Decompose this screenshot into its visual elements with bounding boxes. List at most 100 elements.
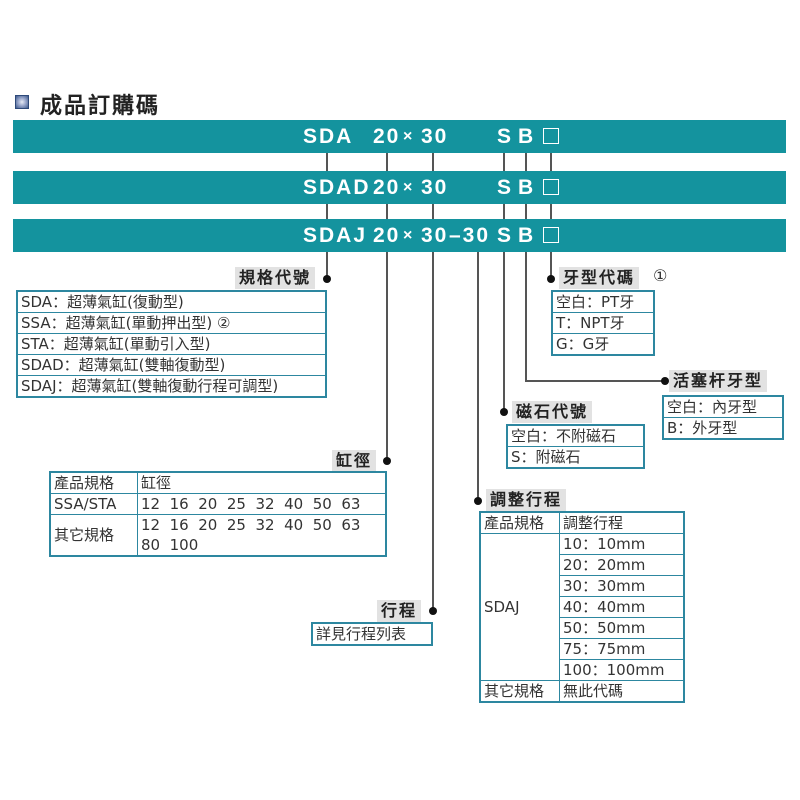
code-magnet: S xyxy=(497,176,514,199)
table-row: 空白：PT牙 xyxy=(551,290,655,313)
values-cell: 12 16 20 25 32 40 50 63 xyxy=(137,493,387,515)
leader-line-thread xyxy=(550,150,552,280)
code-stroke: 30 xyxy=(421,176,449,199)
bullet-square-icon xyxy=(15,95,29,109)
leader-line-adjust xyxy=(477,250,479,502)
table-row: 其它規格 無此代碼 xyxy=(479,680,685,703)
bore-table: 產品規格 缸徑 SSA/STA 12 16 20 25 32 40 50 63 … xyxy=(49,471,387,557)
bore-label: 缸徑 xyxy=(332,450,377,472)
code-series: SDAJ xyxy=(303,224,368,247)
table-row: 100：100mm xyxy=(480,659,685,681)
value-cell: 40：40mm xyxy=(559,596,685,618)
spec-code-cell: SDA：超薄氣缸(復動型) xyxy=(16,290,327,313)
magnet-table: 空白：不附磁石 S：附磁石 xyxy=(506,424,645,469)
spec-code-cell: SDAD：超薄氣缸(雙軸復動型) xyxy=(16,354,327,376)
table-row: STA：超薄氣缸(單動引入型) xyxy=(16,333,327,355)
value-cell: 20：20mm xyxy=(559,554,685,576)
leader-line-rod xyxy=(525,150,527,382)
value-cell: 50：50mm xyxy=(559,617,685,639)
spec-code-label: 規格代號 xyxy=(235,267,316,289)
table-header-row: 產品規格 調整行程 xyxy=(479,511,685,534)
table-row: SDA：超薄氣缸(復動型) xyxy=(16,290,327,313)
magnet-cell: S：附磁石 xyxy=(506,446,645,469)
magnet-cell: 空白：不附磁石 xyxy=(506,424,645,447)
table-row: SSA：超薄氣缸(單動押出型) ② xyxy=(16,312,327,334)
table-row: 30：30mm xyxy=(480,575,685,597)
table-row: 75：75mm xyxy=(480,638,685,660)
values-line: 80 100 xyxy=(141,536,199,554)
value-cell: 無此代碼 xyxy=(559,680,685,703)
spec-code-cell: SDAJ：超薄氣缸(雙軸復動行程可調型) xyxy=(16,375,327,398)
code-thread-box xyxy=(543,227,559,243)
header-cell: 缸徑 xyxy=(137,471,387,494)
code-bore: 20 xyxy=(373,176,401,199)
page-title: 成品訂購碼 xyxy=(40,94,161,119)
code-bar-sdad: SDAD 20 × 30 S B xyxy=(13,171,786,204)
spec-code-cell: STA：超薄氣缸(單動引入型) xyxy=(16,333,327,355)
table-row: SDAD：超薄氣缸(雙軸復動型) xyxy=(16,354,327,376)
table-row: T：NPT牙 xyxy=(551,312,655,334)
table-row: SDAJ 10：10mm xyxy=(479,533,685,681)
value-cell: 100：100mm xyxy=(559,659,685,681)
rod-thread-cell: 空白：內牙型 xyxy=(662,395,784,418)
spec-code-cell: SSA：超薄氣缸(單動押出型) ② xyxy=(16,312,327,334)
table-row: 空白：內牙型 xyxy=(662,395,784,418)
spec-cell: SSA/STA xyxy=(49,493,138,515)
thread-code-label: 牙型代碼 xyxy=(559,267,640,289)
adjust-stroke-table: 產品規格 調整行程 SDAJ 10：10mm 20：20mm 30：30mm 4… xyxy=(479,511,685,703)
magnet-label: 磁石代號 xyxy=(512,401,593,423)
table-row: S：附磁石 xyxy=(506,446,645,469)
leader-dot-bore xyxy=(383,457,391,465)
header-cell: 調整行程 xyxy=(559,511,685,534)
rod-thread-table: 空白：內牙型 B：外牙型 xyxy=(662,395,784,440)
table-header-row: 產品規格 缸徑 xyxy=(49,471,387,494)
leader-line-bore xyxy=(386,150,388,462)
leader-line-rod-horizontal xyxy=(525,380,665,382)
code-stroke: 30 xyxy=(421,125,449,148)
code-adjust: –30 xyxy=(449,224,491,247)
thread-code-cell: 空白：PT牙 xyxy=(551,290,655,313)
leader-dot-series xyxy=(323,275,331,283)
spec-cell: 其它規格 xyxy=(479,680,560,703)
table-row: SSA/STA 12 16 20 25 32 40 50 63 xyxy=(49,493,387,515)
header-cell: 產品規格 xyxy=(49,471,138,494)
table-row: 詳見行程列表 xyxy=(311,622,433,646)
thread-code-cell: T：NPT牙 xyxy=(551,312,655,334)
code-rod: B xyxy=(518,176,536,199)
code-stroke: 30 xyxy=(421,224,449,247)
code-times: × xyxy=(403,179,415,196)
code-times: × xyxy=(403,128,415,145)
table-row: 空白：不附磁石 xyxy=(506,424,645,447)
leader-dot-adjust xyxy=(474,497,482,505)
thread-code-table: 空白：PT牙 T：NPT牙 G：G牙 xyxy=(551,290,655,356)
value-cell: 75：75mm xyxy=(559,638,685,660)
adjust-stroke-label: 調整行程 xyxy=(486,489,567,511)
table-row: SDAJ：超薄氣缸(雙軸復動行程可調型) xyxy=(16,375,327,398)
spec-cell: 其它規格 xyxy=(49,514,138,557)
header-cell: 產品規格 xyxy=(479,511,560,534)
thread-code-cell: G：G牙 xyxy=(551,333,655,356)
stroke-label: 行程 xyxy=(377,600,422,622)
leader-dot-thread xyxy=(547,275,555,283)
code-series: SDAD xyxy=(303,176,371,199)
code-magnet: S xyxy=(497,224,514,247)
spec-code-table: SDA：超薄氣缸(復動型) SSA：超薄氣缸(單動押出型) ② STA：超薄氣缸… xyxy=(16,290,327,398)
rod-thread-label: 活塞杆牙型 xyxy=(669,370,768,392)
stroke-cell: 詳見行程列表 xyxy=(311,622,433,646)
leader-line-magnet xyxy=(503,150,505,413)
table-row: G：G牙 xyxy=(551,333,655,356)
table-row: B：外牙型 xyxy=(662,417,784,440)
stroke-table: 詳見行程列表 xyxy=(311,622,433,646)
code-thread-box xyxy=(543,179,559,195)
code-bar-sda: SDA 20 × 30 S B xyxy=(13,120,786,153)
code-times: × xyxy=(403,227,415,244)
code-magnet: S xyxy=(497,125,514,148)
leader-dot-magnet xyxy=(500,408,508,416)
code-rod: B xyxy=(518,125,536,148)
group-cell: SDAJ xyxy=(479,533,560,681)
leader-dot-rod xyxy=(661,377,669,385)
leader-dot-stroke xyxy=(429,607,437,615)
code-bar-sdaj: SDAJ 20 × 30 –30 S B xyxy=(13,219,786,252)
